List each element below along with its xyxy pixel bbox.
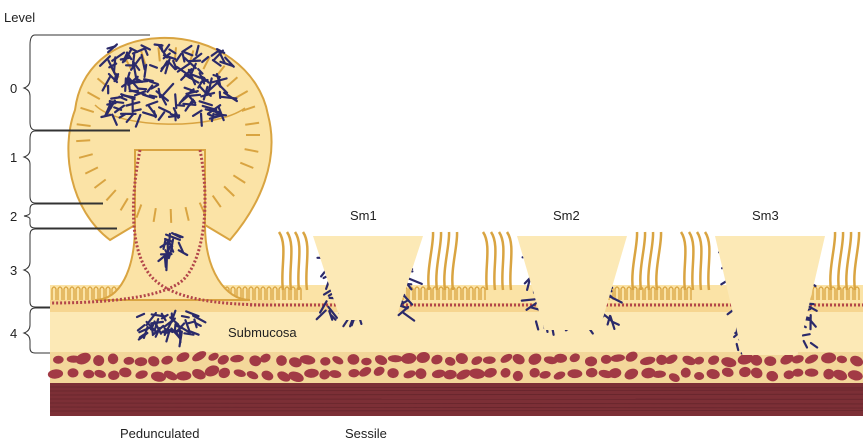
mucosal-frond <box>436 232 441 290</box>
level-0-label: 0 <box>10 81 17 96</box>
tumor-gland <box>117 74 119 80</box>
level-4-label: 4 <box>10 326 17 341</box>
tumor-gland <box>161 45 162 51</box>
mucosal-frond <box>295 232 299 290</box>
mucosal-frond <box>854 232 859 290</box>
pedunculated-polyp <box>50 38 275 305</box>
tumor-gland <box>189 61 200 62</box>
level-4-bracket <box>24 308 50 353</box>
polyp-crypt <box>76 140 90 141</box>
mucosal-frond <box>838 232 843 290</box>
mucosal-frond <box>507 232 511 290</box>
polyp-crypt <box>158 48 159 62</box>
mucosal-frond <box>632 232 637 290</box>
mucosal-frond <box>483 232 487 290</box>
mucosal-frond <box>697 232 701 290</box>
muscle-cell <box>387 368 398 378</box>
polyp-crypt <box>171 209 172 223</box>
tumor-gland <box>409 279 422 284</box>
tumor-gland <box>151 322 163 324</box>
mucosal-frond <box>681 232 685 290</box>
tumor-gland <box>125 78 126 91</box>
level-2-label: 2 <box>10 209 17 224</box>
mucosal-frond <box>444 232 449 290</box>
sessile-label: Sessile <box>345 426 387 441</box>
tumor-gland <box>150 96 157 97</box>
mucosal-frond <box>428 232 433 290</box>
sm2-label: Sm2 <box>553 208 580 223</box>
tumor-gland <box>178 105 184 106</box>
mucosal-frond <box>303 232 307 290</box>
mucosal-frond <box>830 232 835 290</box>
tumor-gland <box>133 109 141 111</box>
level-3-label: 3 <box>10 263 17 278</box>
mucosal-frond <box>648 232 653 290</box>
tumor-gland <box>182 316 189 317</box>
mucosal-frond <box>705 232 709 290</box>
mucosal-frond <box>846 232 851 290</box>
tumor-gland <box>154 111 156 117</box>
tumor-gland <box>737 344 739 350</box>
mucosal-frond <box>287 232 291 290</box>
tumor-gland <box>166 255 167 270</box>
mucosal-frond <box>499 232 503 290</box>
tumor-gland <box>107 103 115 105</box>
tumor-gland <box>184 333 193 334</box>
mucosal-frond <box>491 232 495 290</box>
sm3-label: Sm3 <box>752 208 779 223</box>
mucosal-frond <box>689 232 693 290</box>
tumor-gland <box>522 299 535 300</box>
tumor-gland <box>201 114 202 126</box>
tumor-gland <box>175 94 176 108</box>
tumor-gland <box>803 334 810 335</box>
mucosal-frond <box>452 232 457 290</box>
mucosal-frond <box>279 232 283 290</box>
tumor-gland <box>139 89 146 90</box>
mucosal-frond <box>640 232 645 290</box>
muscularis-propria-cells <box>47 349 863 384</box>
sm1-label: Sm1 <box>350 208 377 223</box>
level-heading: Level <box>4 10 35 25</box>
tumor-gland <box>159 89 160 97</box>
submucosa-label: Submucosa <box>228 325 297 340</box>
tumor-gland <box>114 57 115 72</box>
tumor-gland <box>110 101 123 103</box>
mucosal-frond <box>656 232 661 290</box>
pedunculated-label: Pedunculated <box>120 426 200 441</box>
level-1-label: 1 <box>10 150 17 165</box>
